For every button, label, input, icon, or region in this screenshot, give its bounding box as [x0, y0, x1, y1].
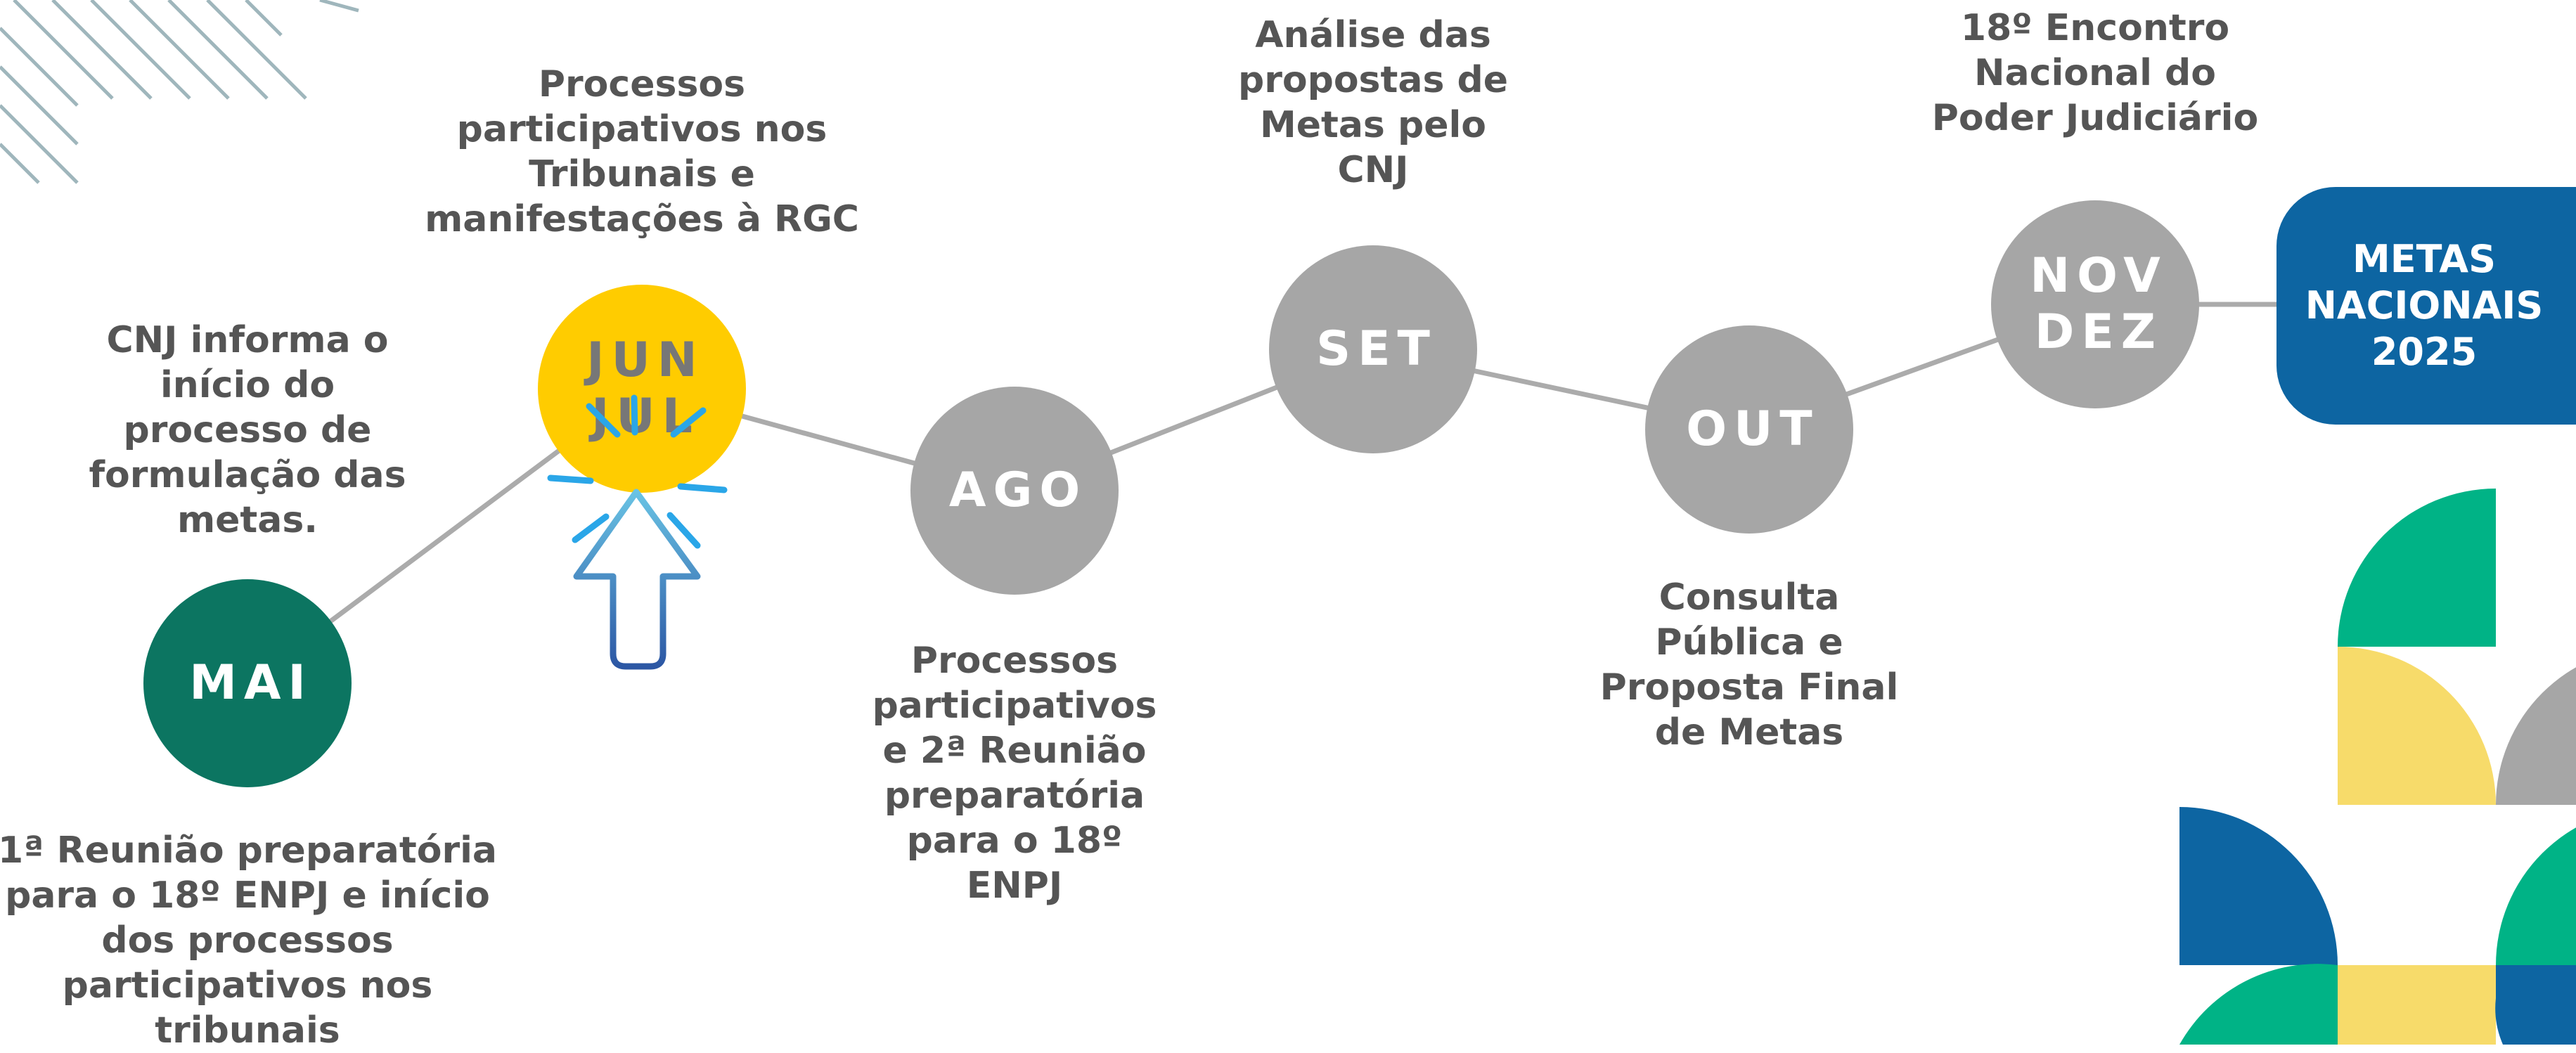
timeline-label-line: Proposta Final — [1599, 666, 1899, 709]
timeline-node-out: OUT — [1645, 325, 1853, 534]
timeline-label-line: participativos nos — [456, 108, 827, 150]
timeline-label-line: Processos — [910, 640, 1119, 682]
timeline-label-line: de Metas — [1654, 711, 1844, 754]
timeline-node-month: MAI — [189, 655, 313, 711]
timeline-label-line: e 2ª Reunião — [882, 730, 1147, 772]
timeline-node-month: JUN — [586, 332, 704, 388]
timeline-label-line: CNJ — [1337, 149, 1409, 191]
final-goal-box: METAS NACIONAIS 2025 — [2276, 187, 2576, 425]
timeline-label-line: processo de — [123, 409, 372, 451]
timeline-label-line: participativos nos — [62, 964, 433, 1007]
timeline-label-line: propostas de — [1238, 59, 1508, 101]
timeline-node-month: NOV — [2030, 248, 2168, 304]
timeline-label-line: Análise das — [1255, 14, 1491, 56]
timeline-node-mai: MAI — [143, 579, 352, 787]
timeline-label-line: Poder Judiciário — [1931, 97, 2259, 139]
timeline-node-month: SET — [1316, 321, 1437, 377]
timeline-label-line: Pública e — [1655, 621, 1843, 664]
final-goal-line: METAS — [2352, 237, 2496, 281]
timeline-node-month: DEZ — [2034, 304, 2163, 360]
timeline-node-month: JUL — [591, 389, 700, 444]
timeline-label-line: para o 18º ENPJ e início — [5, 874, 490, 917]
timeline-node-month: OUT — [1686, 401, 1820, 457]
timeline-label-line: formulação das — [89, 454, 406, 496]
timeline-label-line: metas. — [176, 499, 318, 541]
timeline-label-line: participativos — [872, 685, 1157, 727]
timeline-label-line: Tribunais e — [529, 153, 755, 195]
timeline-node-set: SET — [1269, 245, 1477, 453]
timeline-label-line: dos processos — [101, 919, 394, 962]
timeline-label-line: 18º Encontro — [1960, 7, 2230, 49]
timeline-label-line: Consulta — [1659, 576, 1840, 619]
timeline-label-line: manifestações à RGC — [425, 198, 859, 240]
timeline-label-line: CNJ informa o — [106, 319, 389, 361]
timeline-label-line: para o 18º — [906, 820, 1123, 862]
timeline-label-line: Processos — [538, 63, 746, 105]
timeline-label-line: ENPJ — [966, 865, 1063, 907]
timeline-label-line: Metas pelo — [1259, 104, 1487, 146]
final-goal-line: 2025 — [2371, 330, 2478, 374]
timeline-label-line: 1ª Reunião preparatória — [0, 829, 498, 872]
decorative-shapes — [2179, 489, 2576, 1045]
decorative-stripes — [0, 0, 359, 184]
timeline-node-ago: AGO — [910, 387, 1119, 595]
timeline-label-line: Nacional do — [1974, 52, 2216, 94]
timeline-label-line: tribunais — [155, 1009, 340, 1052]
final-goal-line: NACIONAIS — [2305, 283, 2544, 328]
timeline-label-line: preparatória — [884, 775, 1145, 817]
timeline-node-month: AGO — [948, 463, 1088, 518]
timeline-label-line: início do — [160, 364, 335, 406]
